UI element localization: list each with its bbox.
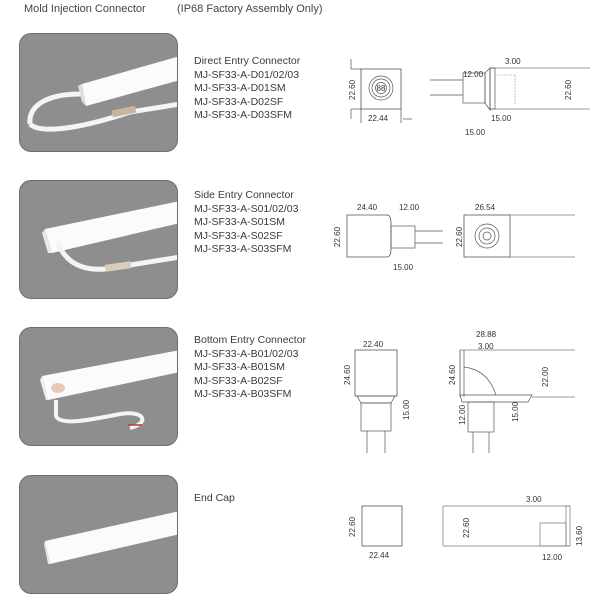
section-title: Direct Entry Connector [194,55,301,67]
end-cap-description: End Cap [194,492,235,506]
dim-cap-length: 12.00 [542,553,563,562]
bottom-entry-front-drawing: 22.40 24.60 15.00 [343,340,411,453]
model-number: MJ-SF33-A-D01/02/03 [194,68,300,81]
bottom-entry-side-drawing: 28.88 3.00 24.60 22.00 12.00 15.00 [448,330,575,453]
dim-sleeve: 12.00 [399,203,420,212]
page-title: Mold Injection Connector [24,3,146,15]
side-entry-connector-photo [19,180,178,299]
dim-sleeve: 12.00 [463,70,484,79]
dim-gap: 3.00 [505,57,521,66]
side-entry-side-drawing: 26.54 22.60 [455,203,575,258]
dim-sleeve: 12.00 [458,404,467,425]
dim-height: 22.60 [333,226,342,247]
model-number: MJ-SF33-A-B03SFM [194,388,292,400]
end-cap-photo [19,475,178,594]
section-title: Bottom Entry Connector [194,334,307,346]
model-number: MJ-SF33-A-D02SF [194,95,284,108]
dim-width: 22.44 [369,551,390,560]
model-number: MJ-SF33-A-S03SFM [194,243,292,255]
dim-width: 22.40 [363,340,384,349]
page-subtitle: (IP68 Factory Assembly Only) [177,3,323,15]
model-number: MJ-SF33-A-D03SFM [194,109,293,121]
dim-length: 28.88 [476,330,497,339]
direct-entry-side-drawing: 3.00 12.00 22.60 15.00 15.00 [430,57,590,137]
dim-cap-height: 13.60 [575,525,584,546]
bottom-entry-connector-photo [19,327,178,446]
end-cap-side-drawing: 3.00 22.60 13.60 12.00 [442,495,584,562]
dim-boot: 15.00 [402,399,411,420]
dim-boot: 15.00 [465,128,486,137]
dim-height: 22.60 [455,226,464,247]
model-number: MJ-SF33-A-S01/02/03 [194,202,299,215]
direct-entry-connector-photo [19,33,178,152]
dim-height: 24.60 [448,364,457,385]
model-number: MJ-SF33-A-D01SM [194,82,286,94]
side-entry-description: Side Entry Connector MJ-SF33-A-S01/02/03… [194,189,298,257]
bottom-entry-description: Bottom Entry Connector MJ-SF33-A-B01/02/… [194,334,306,402]
model-number: MJ-SF33-A-B01/02/03 [194,347,299,360]
section-title: Side Entry Connector [194,189,294,201]
direct-entry-description: Direct Entry Connector MJ-SF33-A-D01/02/… [194,55,300,123]
end-cap-front-drawing: 22.60 22.44 [348,505,403,560]
dim-height: 22.60 [564,79,573,100]
dim-height: 22.60 [462,517,471,538]
dim-gap: 3.00 [478,342,494,351]
svg-text:88: 88 [377,84,386,93]
section-title: End Cap [194,492,235,504]
dim-width: 22.44 [368,114,389,123]
direct-entry-front-drawing: 88 22.60 22.44 [348,59,412,123]
dim-height: 24.60 [343,364,352,385]
dim-height: 22.60 [348,79,357,100]
dim-body: 24.40 [357,203,378,212]
dim-height: 22.60 [348,516,357,537]
model-number: MJ-SF33-A-S02SF [194,229,283,242]
model-number: MJ-SF33-A-B02SF [194,374,283,387]
dim-profile: 22.00 [541,366,550,387]
dim-gap: 3.00 [526,495,542,504]
model-number: MJ-SF33-A-S01SM [194,216,286,228]
dim-length: 26.54 [475,203,496,212]
model-number: MJ-SF33-A-B01SM [194,361,286,373]
dim-boot: 15.00 [393,263,414,272]
dim-boot: 15.00 [511,401,520,422]
side-entry-front-drawing: 24.40 12.00 22.60 15.00 [333,203,443,272]
dim-inner: 15.00 [491,114,512,123]
